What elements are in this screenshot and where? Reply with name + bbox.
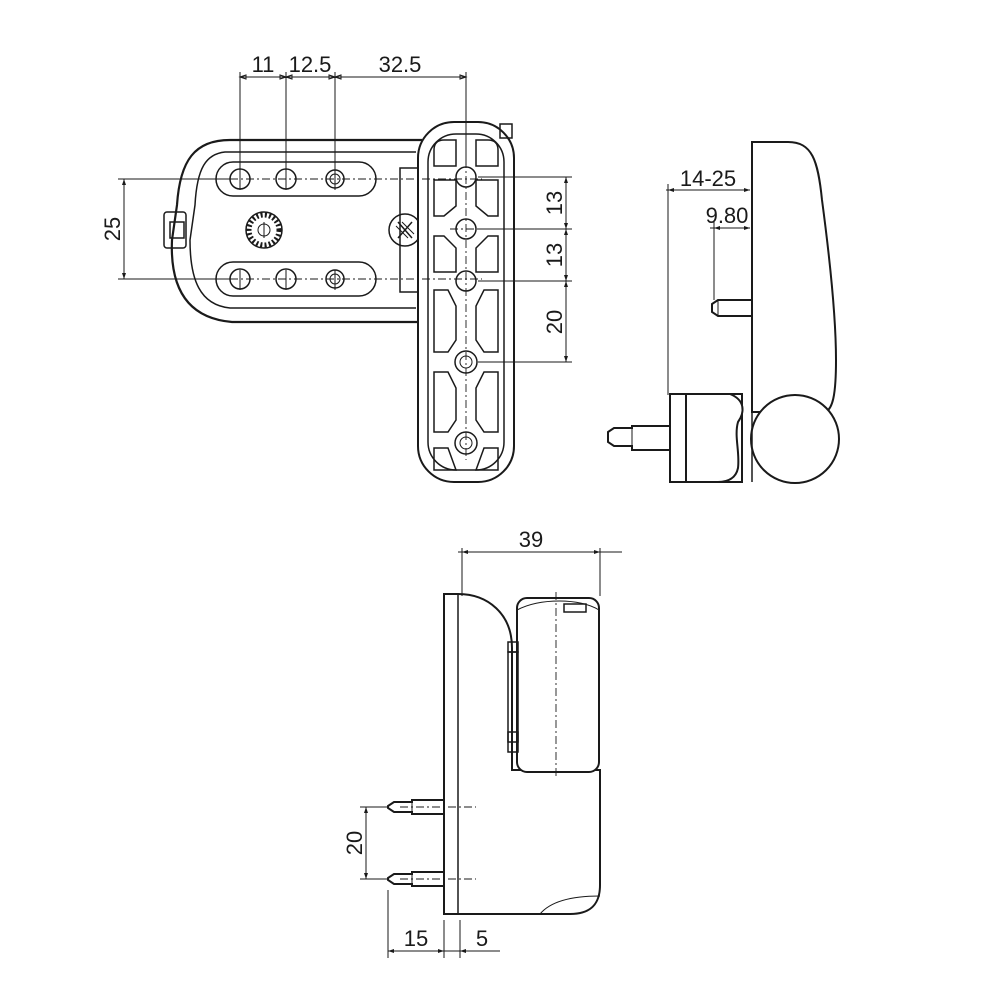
adjustment-dial-icon (245, 211, 283, 249)
dim-25: 25 (100, 217, 125, 241)
dim-5: 5 (476, 926, 488, 951)
cross-screw-icon (388, 213, 422, 247)
dim-12-5: 12.5 (289, 52, 332, 77)
hinge-frame (163, 138, 423, 324)
side-dimension-lines (666, 184, 750, 395)
dim-39: 39 (519, 527, 543, 552)
dim-13-upper: 13 (542, 191, 567, 215)
side-view: 14-25 9.80 (607, 141, 840, 484)
dim-20-front: 20 (542, 310, 567, 334)
front-centerlines (230, 160, 482, 460)
dim-32-5: 32.5 (379, 52, 422, 77)
dim-11: 11 (252, 52, 275, 77)
dim-15: 15 (404, 926, 428, 951)
dim-13-lower: 13 (542, 243, 567, 267)
hinge-leaf (417, 121, 515, 483)
bottom-body (387, 592, 601, 915)
side-body (607, 141, 840, 484)
front-view: 11 12.5 32.5 25 13 13 20 (100, 52, 572, 483)
dim-9-80: 9.80 (706, 203, 749, 228)
front-dimension-lines (118, 72, 572, 363)
dim-20-bottom: 20 (342, 831, 367, 855)
bottom-view: 39 20 15 5 (342, 527, 622, 958)
dim-14-25: 14-25 (680, 166, 736, 191)
bottom-dimension-lines (360, 548, 622, 958)
